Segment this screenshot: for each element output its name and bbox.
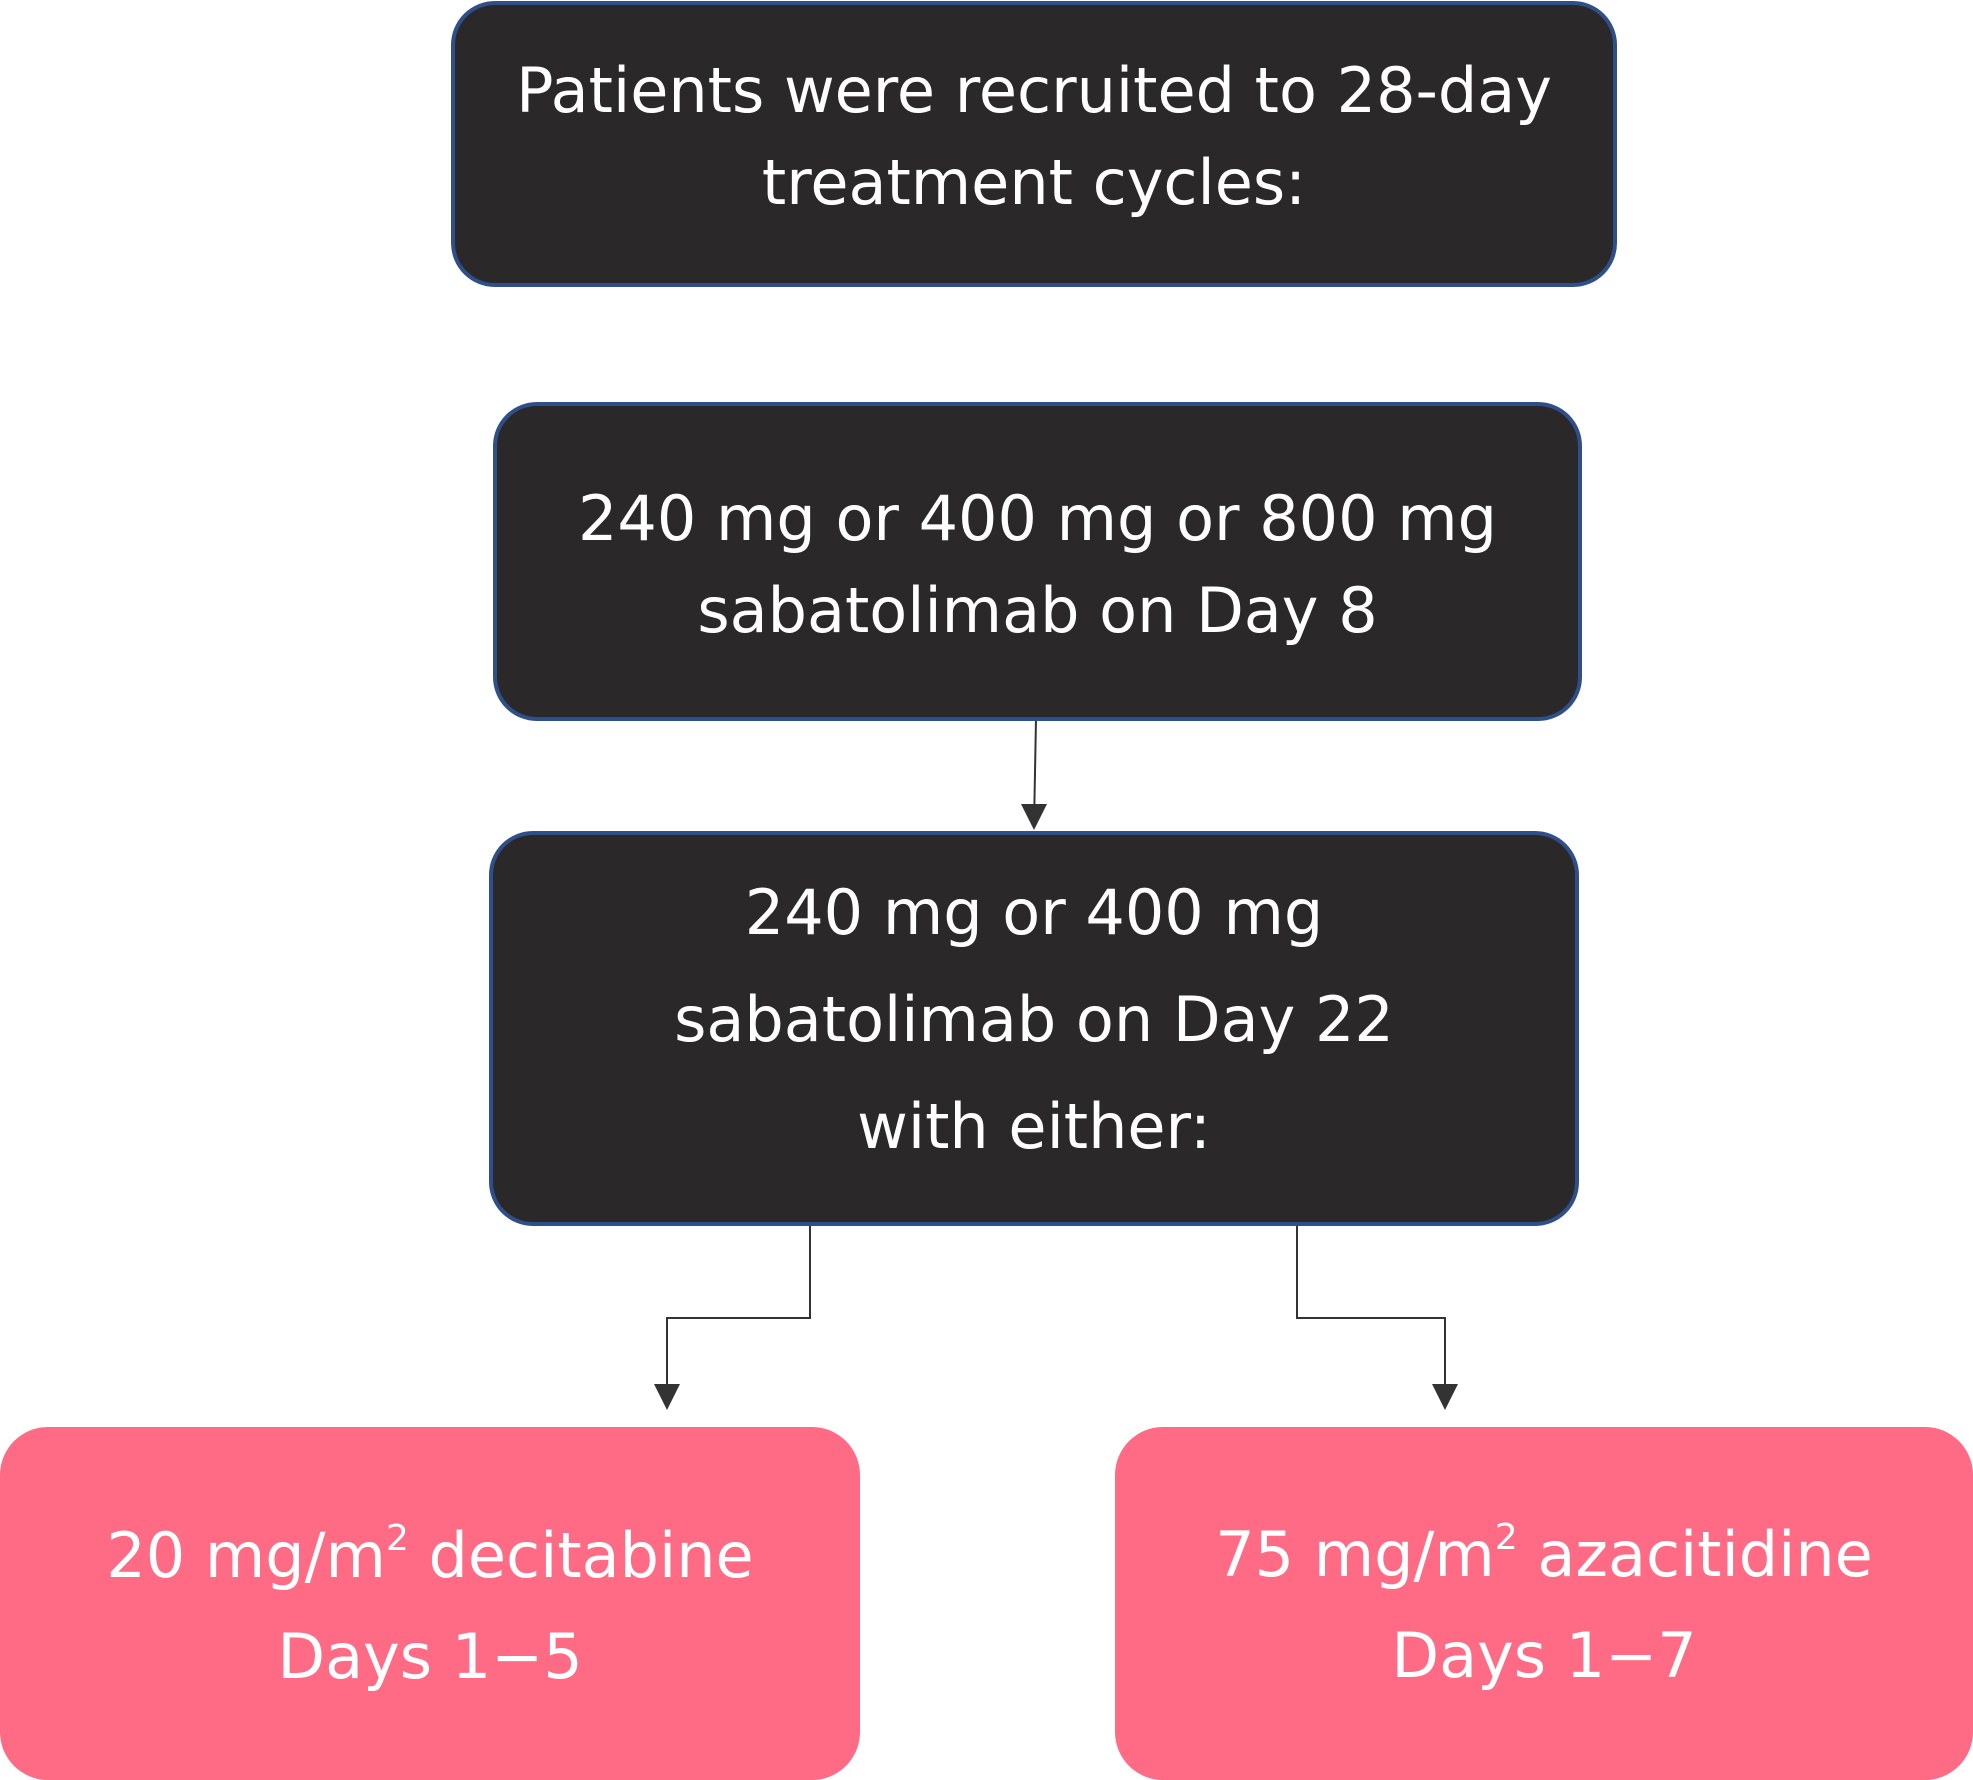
recruitment-text-line2: treatment cycles: (761, 146, 1307, 219)
recruitment-text-line1: Patients were recruited to 28-day (516, 54, 1552, 128)
day22-text-line2: sabatolimab on Day 22 (674, 982, 1394, 1056)
azacitidine-days: Days 1−7 (1391, 1618, 1697, 1692)
azacitidine-dose-suffix: azacitidine (1517, 1518, 1873, 1592)
day8-text-line1: 240 mg or 400 mg or 800 mg (577, 481, 1498, 555)
decitabine-dose-prefix: 20 mg/m (106, 1519, 386, 1593)
azacitidine-dose: 75 mg/m2 azacitidine (1215, 1505, 1873, 1605)
azacitidine-dose-superscript: 2 (1494, 1517, 1518, 1559)
arrowhead-decitabine (654, 1384, 680, 1410)
day22-text-line3: with either: (857, 1090, 1211, 1164)
arrow-day22-to-decitabine (666, 1224, 811, 1385)
recruitment-box: Patients were recruited to 28-day treatm… (451, 1, 1617, 287)
decitabine-days: Days 1−5 (277, 1619, 583, 1693)
day22-text-line1: 240 mg or 400 mg (744, 875, 1324, 949)
sabatolimab-day22-box: 240 mg or 400 mg sabatolimab on Day 22 w… (489, 831, 1579, 1226)
decitabine-dose: 20 mg/m2 decitabine (106, 1506, 753, 1606)
arrow-day22-to-azacitidine (1296, 1224, 1446, 1385)
decitabine-dose-superscript: 2 (385, 1518, 409, 1560)
arrowhead-day22 (1021, 804, 1047, 830)
day8-text-line2: sabatolimab on Day 8 (697, 573, 1378, 647)
arrowhead-azacitidine (1432, 1384, 1458, 1410)
decitabine-box: 20 mg/m2 decitabine Days 1−5 (0, 1427, 860, 1780)
azacitidine-box: 75 mg/m2 azacitidine Days 1−7 (1115, 1427, 1973, 1780)
decitabine-dose-suffix: decitabine (408, 1519, 754, 1593)
azacitidine-dose-prefix: 75 mg/m (1215, 1518, 1495, 1592)
sabatolimab-day8-box: 240 mg or 400 mg or 800 mg sabatolimab o… (493, 402, 1582, 721)
